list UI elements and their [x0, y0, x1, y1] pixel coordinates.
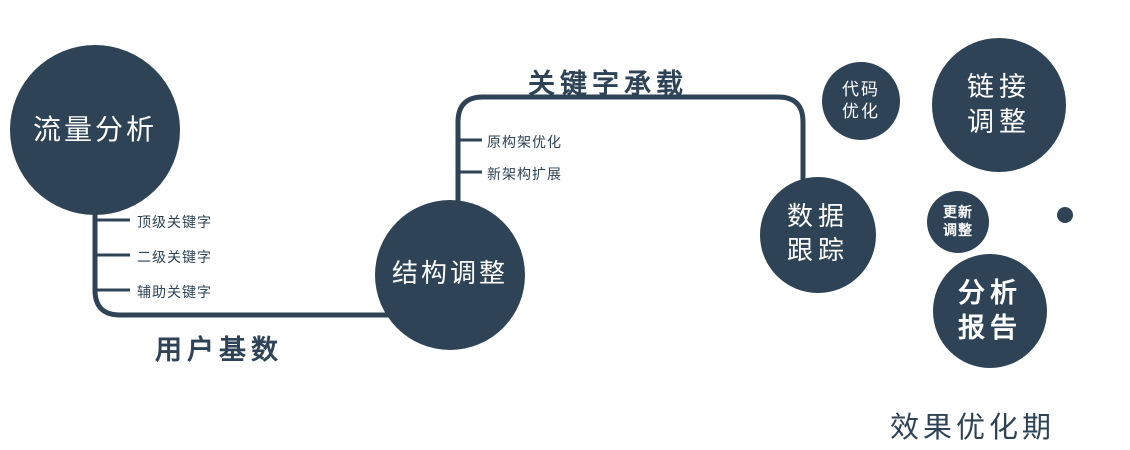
node-data-tracking-line2: 跟踪 — [786, 236, 849, 266]
edge-label-keyword-load: 关键字承载 — [528, 69, 688, 100]
footer-effect-optimization-period: 效果优化期 — [890, 410, 1056, 444]
node-link-adjustment-line2: 调整 — [967, 107, 1031, 138]
node-code-optimization-line1: 代码 — [842, 79, 880, 100]
node-update-adjustment-line2: 调整 — [943, 223, 973, 239]
node-data-tracking-line1: 数据 — [786, 202, 849, 233]
node-data-tracking: 数据 跟踪 — [760, 177, 876, 293]
node-link-adjustment: 链接 调整 — [932, 38, 1066, 172]
node-update-adjustment: 更新 调整 — [927, 191, 989, 253]
edge-traffic-to-structure — [92, 205, 430, 318]
node-code-optimization: 代码 优化 — [822, 62, 900, 140]
tick-label-original-architecture: 原构架优化 — [487, 135, 562, 151]
node-structure-adjustment-label: 结构调整 — [391, 259, 508, 290]
node-structure-adjustment: 结构调整 — [375, 200, 525, 350]
tick-label-top-keywords: 顶级关键字 — [137, 215, 212, 231]
node-link-adjustment-line1: 链接 — [967, 71, 1031, 103]
node-analysis-report-line1: 分析 — [958, 277, 1022, 309]
edge-label-user-base: 用户基数 — [155, 335, 283, 366]
edge-structure-to-tracking — [455, 94, 806, 210]
node-update-adjustment-line1: 更新 — [943, 204, 973, 221]
tick-label-new-architecture: 新架构扩展 — [487, 167, 562, 183]
tick-label-auxiliary-keywords: 辅助关键字 — [137, 285, 212, 301]
node-traffic-analysis-label: 流量分析 — [32, 112, 157, 146]
node-analysis-report-line2: 报告 — [958, 313, 1022, 344]
dot-node — [1057, 207, 1073, 223]
node-traffic-analysis: 流量分析 — [10, 45, 180, 215]
node-code-optimization-line2: 优化 — [842, 102, 880, 122]
tick-label-secondary-keywords: 二级关键字 — [137, 250, 212, 266]
node-analysis-report: 分析 报告 — [933, 254, 1047, 368]
